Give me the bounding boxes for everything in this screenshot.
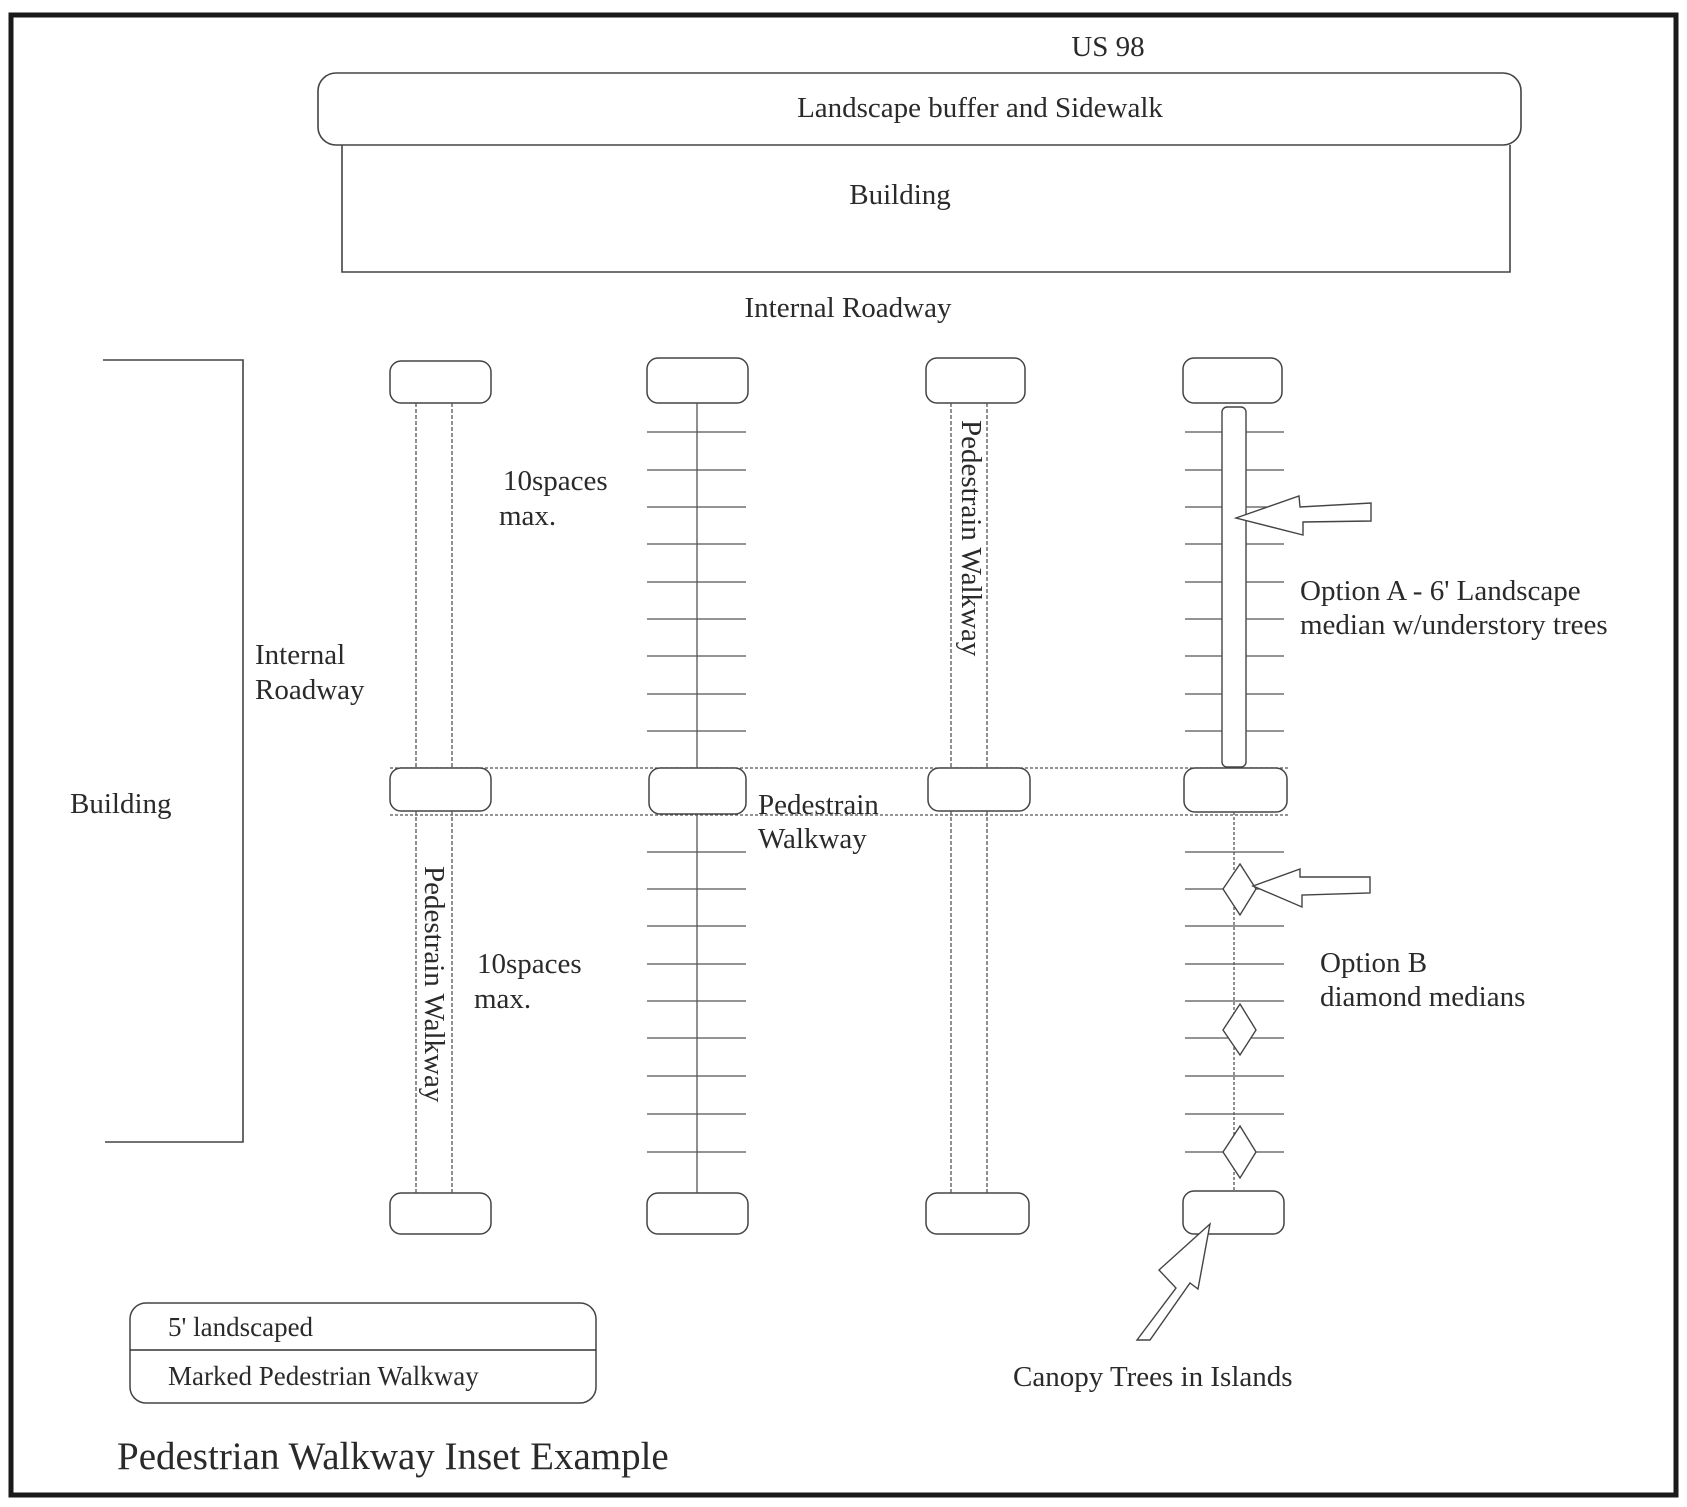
spaces-lower-label: 10spaces max. <box>474 948 589 1015</box>
top-building <box>341 145 1511 273</box>
island <box>646 357 749 404</box>
diamond-median <box>1222 1002 1257 1057</box>
option-a-arrow-icon <box>1233 495 1372 536</box>
island <box>925 357 1026 404</box>
diamond-median <box>1222 1124 1257 1180</box>
internal-roadway-top-label: Internal Roadway <box>745 292 952 324</box>
vertical-walkway-right-label: Pedestrain Walkway <box>955 420 987 657</box>
option-a-label: Option A - 6' Landscape median w/underst… <box>1300 575 1608 641</box>
landscape-buffer-label: Landscape buffer and Sidewalk <box>797 92 1163 124</box>
legend-row-landscaped: 5' landscaped <box>168 1312 314 1342</box>
left-building-label: Building <box>70 788 172 820</box>
island <box>1182 1190 1285 1235</box>
option-b-label: Option B diamond medians <box>1320 947 1525 1013</box>
option-b-diamond-medians <box>1222 862 1257 1180</box>
spaces-upper-label: 10spaces max. <box>499 465 615 532</box>
parking-column-3 <box>925 357 1031 1235</box>
vertical-walkway-left-label: Pedestrain Walkway <box>418 866 450 1103</box>
internal-roadway-left-label: Internal Roadway <box>255 639 365 706</box>
horizontal-walkway <box>390 767 1290 816</box>
parking-column-1 <box>389 360 492 1235</box>
option-b-arrow-icon <box>1251 868 1371 909</box>
diamond-median <box>1222 862 1257 917</box>
option-a-landscape-median <box>1221 406 1247 768</box>
legend-row-walkway: Marked Pedestrian Walkway <box>168 1361 479 1391</box>
horizontal-walkway-label: Pedestrain Walkway <box>758 789 886 855</box>
canopy-label: Canopy Trees in Islands <box>1013 1361 1293 1393</box>
island <box>925 1192 1030 1235</box>
parking-column-4 <box>1182 357 1288 1235</box>
top-building-label: Building <box>849 179 951 211</box>
island <box>1183 767 1288 813</box>
island <box>389 1192 492 1235</box>
island <box>389 767 492 812</box>
left-building <box>103 359 244 1143</box>
parking-column-2 <box>646 357 749 1235</box>
island <box>927 767 1031 812</box>
legend <box>129 1302 597 1404</box>
island <box>646 1192 749 1235</box>
island <box>1182 357 1283 404</box>
island <box>389 360 492 404</box>
outer-frame <box>8 12 1679 1498</box>
canopy-arrow-icon <box>1135 1222 1212 1341</box>
diagram-title: Pedestrian Walkway Inset Example <box>117 1435 669 1478</box>
road-label-us98: US 98 <box>1071 31 1144 63</box>
island <box>648 767 747 815</box>
landscape-buffer <box>317 72 1522 146</box>
